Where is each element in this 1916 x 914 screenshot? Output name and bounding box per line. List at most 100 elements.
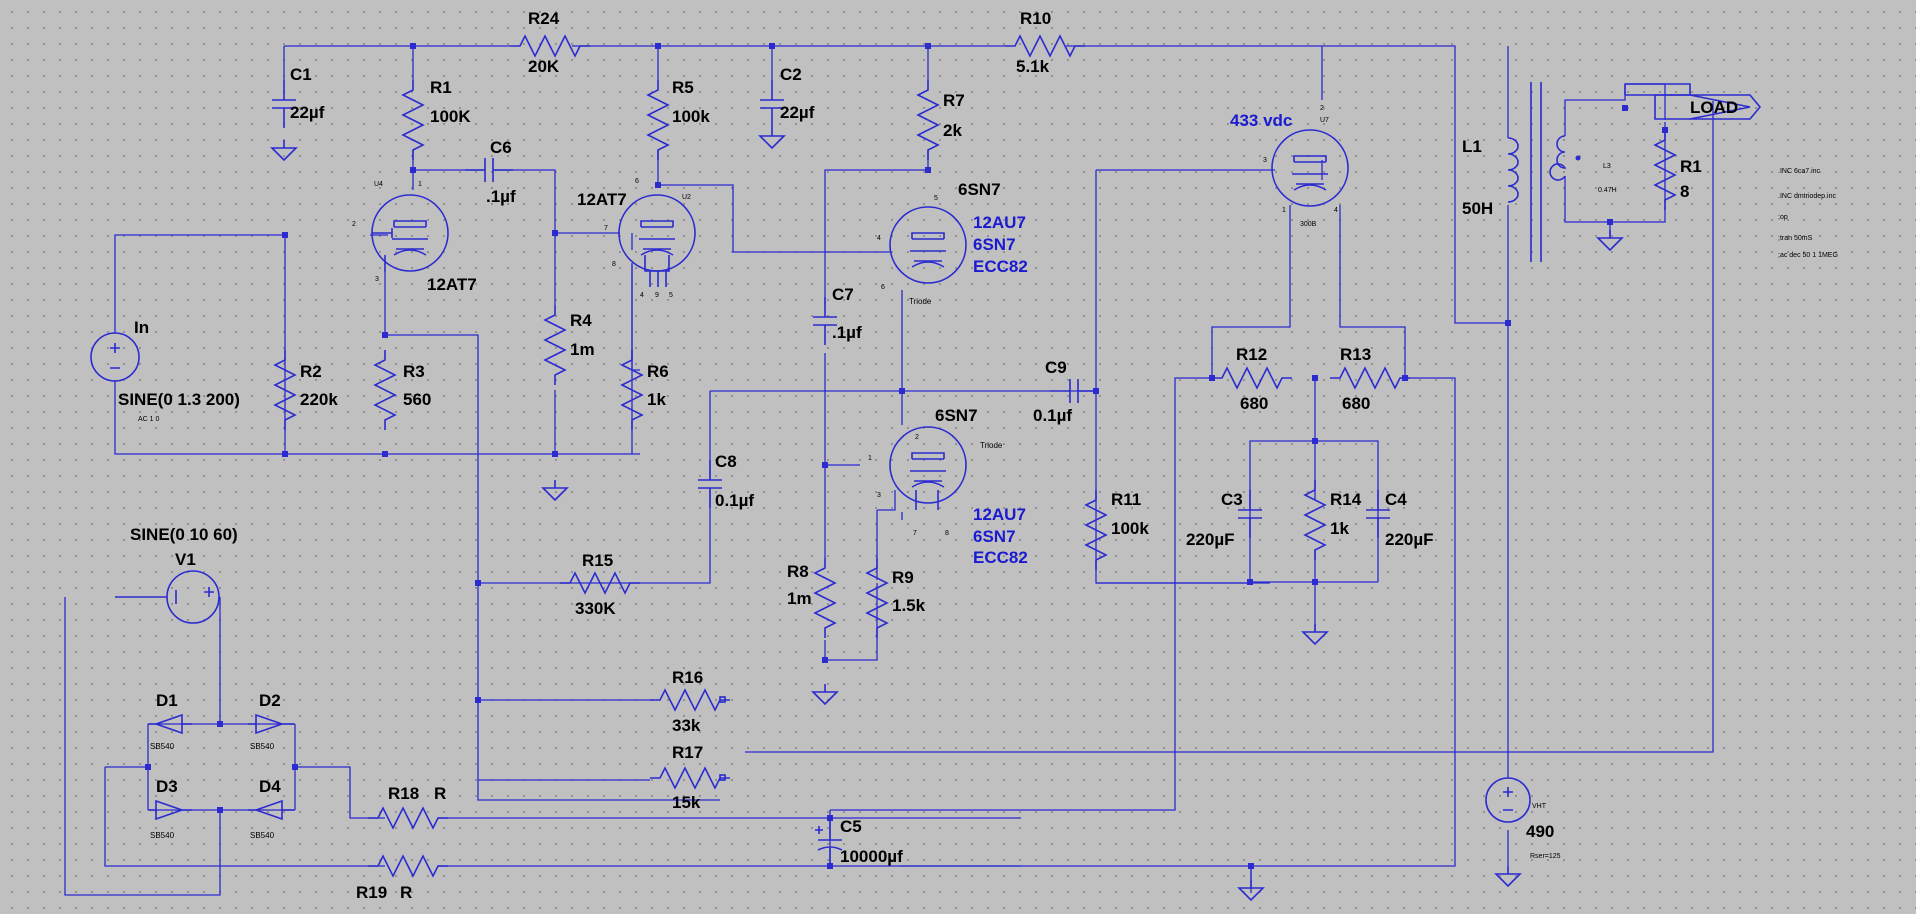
diode-d1[interactable]: D1 SB540 <box>148 691 192 751</box>
resistor-r8[interactable]: R8 1m <box>787 557 838 705</box>
resistor-r10[interactable]: R10 5.1k <box>1004 9 1086 76</box>
d1-model: SB540 <box>150 742 175 751</box>
c8-value: 0.1µf <box>715 491 754 510</box>
resistor-r16[interactable]: R16 33k <box>649 668 731 735</box>
directive-5[interactable]: ;ac dec 50 1 1MEG <box>1778 252 1838 259</box>
resistor-r7[interactable]: R7 2k <box>917 79 965 161</box>
tube-u4[interactable]: U4 1 2 3 12AT7 <box>352 181 477 294</box>
load-r-value: 8 <box>1680 182 1689 201</box>
directive-2[interactable]: .INC dmtriodep.inc <box>1778 193 1836 200</box>
resistor-r2[interactable]: R2 220k <box>274 349 338 431</box>
resistor-r19[interactable]: R19 R <box>356 855 449 902</box>
wires <box>64 45 1714 896</box>
resistor-r13[interactable]: R13 680 <box>1329 345 1411 413</box>
junction-dots <box>145 43 1668 869</box>
c1-ref: C1 <box>290 65 312 84</box>
directive-4[interactable]: ;tran 50mS <box>1778 235 1813 242</box>
capacitor-c9[interactable]: C9 0.1µf <box>1033 358 1099 425</box>
u2-pin9: 9 <box>655 292 659 299</box>
u6-pin3: 3 <box>877 492 881 499</box>
capacitor-c3[interactable]: C3 220µF <box>1186 489 1263 549</box>
r6-value: 1k <box>647 390 666 409</box>
u6-pin1: 1 <box>868 455 872 462</box>
r19-ref: R19 <box>356 883 387 902</box>
u2-pin6: 6 <box>635 178 639 185</box>
capacitor-c6[interactable]: C6 .1µf <box>464 138 516 206</box>
source-in[interactable]: In SINE(0 1.3 200) AC 1 0 <box>90 318 240 423</box>
directive-3[interactable]: ;op <box>1778 214 1788 221</box>
capacitor-c8[interactable]: C8 0.1µf <box>697 452 754 510</box>
resistor-r1[interactable]: R1 100K <box>402 78 471 161</box>
c5-value: 10000µf <box>840 847 903 866</box>
u4-pin2: 2 <box>352 221 356 228</box>
u7-ref: U7 <box>1320 117 1329 124</box>
capacitor-c1[interactable]: C1 22µf <box>271 65 325 161</box>
resistor-r18[interactable]: R18 R <box>367 784 449 829</box>
capacitor-c2[interactable]: C2 22µf <box>759 65 815 149</box>
r17-value: 15k <box>672 793 701 812</box>
spice-directives: .INC 6ca7.inc .INC dmtriodep.inc ;op ;tr… <box>1778 168 1838 259</box>
u5-pin5: 5 <box>934 195 938 202</box>
u6-pin8: 8 <box>945 530 949 537</box>
resistor-r12[interactable]: R12 680 <box>1211 345 1293 413</box>
inductor-l1[interactable]: L1 50H <box>1462 137 1519 218</box>
u5-alt1: 12AU7 <box>973 213 1026 232</box>
in-ac: AC 1 0 <box>138 416 160 423</box>
load-label-text: LOAD <box>1690 98 1738 117</box>
u5-type: Triode <box>909 297 932 306</box>
r12-ref: R12 <box>1236 345 1267 364</box>
resistor-r15[interactable]: R15 330K <box>559 551 641 618</box>
u2-pin7: 7 <box>604 225 608 232</box>
diode-d3[interactable]: D3 SB540 <box>148 777 192 840</box>
net-label-load[interactable]: LOAD <box>1624 83 1762 120</box>
resistor-r4[interactable]: R4 1m <box>542 304 595 501</box>
r5-ref: R5 <box>672 78 694 97</box>
resistor-r6[interactable]: R6 1k <box>621 349 669 431</box>
resistor-r3[interactable]: R3 560 <box>374 349 431 431</box>
r10-value: 5.1k <box>1016 57 1050 76</box>
r14-ref: R14 <box>1330 490 1362 509</box>
v1-value: SINE(0 10 60) <box>130 525 238 544</box>
u6-model: 6SN7 <box>935 406 978 425</box>
d1-ref: D1 <box>156 691 178 710</box>
u6-alt1: 12AU7 <box>973 505 1026 524</box>
c3-ref: C3 <box>1221 490 1243 509</box>
r15-ref: R15 <box>582 551 613 570</box>
diode-d4[interactable]: D4 SB540 <box>248 777 294 840</box>
u7-pin2: 2 <box>1320 105 1324 112</box>
source-vht[interactable]: VHT 490 Rser=125 <box>1485 777 1561 887</box>
resistor-r14[interactable]: R14 1k <box>1302 479 1362 645</box>
r7-ref: R7 <box>943 91 965 110</box>
capacitor-c4[interactable]: C4 220µF <box>1365 489 1434 549</box>
d2-model: SB540 <box>250 742 275 751</box>
r9-value: 1.5k <box>892 596 926 615</box>
capacitor-c5[interactable]: C5 10000µf <box>815 817 903 866</box>
source-v1[interactable]: SINE(0 10 60) V1 <box>115 525 238 624</box>
r3-value: 560 <box>403 390 431 409</box>
resistor-r9[interactable]: R9 1.5k <box>866 557 926 639</box>
u7-bias: 433 vdc <box>1230 111 1292 130</box>
resistor-r11[interactable]: R11 100k <box>1085 489 1149 571</box>
resistor-load[interactable]: R1 8 <box>1654 129 1702 211</box>
output-transformer[interactable]: L3 0.47H <box>1530 82 1623 262</box>
tube-u5[interactable]: 6SN7 5 4 6 12AU7 6SN7 ECC82 Triode <box>877 180 1028 306</box>
u4-ref: U4 <box>374 181 383 188</box>
in-value: SINE(0 1.3 200) <box>118 390 240 409</box>
u4-pin1: 1 <box>418 181 422 188</box>
diode-d2[interactable]: D2 SB540 <box>248 691 294 751</box>
resistor-r17[interactable]: R17 15k <box>649 743 731 812</box>
tube-u7[interactable]: 433 vdc U7 2 3 1 4 300B <box>1230 105 1349 228</box>
tube-u2[interactable]: 12AT7 U2 6 7 8 4 9 5 <box>577 178 696 299</box>
d3-model: SB540 <box>150 831 175 840</box>
u6-type: Triode <box>980 441 1003 450</box>
directive-1[interactable]: .INC 6ca7.inc <box>1778 168 1821 175</box>
u7-pin4: 4 <box>1334 207 1338 214</box>
r2-ref: R2 <box>300 362 322 381</box>
resistor-r24[interactable]: R24 20K <box>509 9 591 76</box>
c8-ref: C8 <box>715 452 737 471</box>
capacitor-c7[interactable]: C7 .1µf <box>812 285 862 346</box>
resistor-r5[interactable]: R5 100k <box>647 78 710 161</box>
tube-u6[interactable]: 6SN7 2 1 3 7 8 Triode 12AU7 6SN7 ECC82 <box>868 406 1028 567</box>
c7-value: .1µf <box>832 323 862 342</box>
